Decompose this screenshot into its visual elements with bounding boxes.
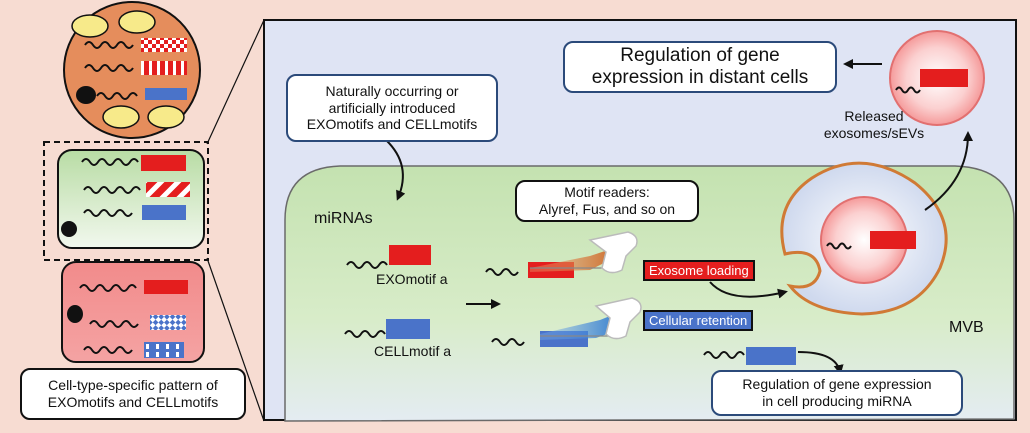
- mirnas-label: miRNAs: [314, 210, 373, 227]
- motif-source-line3: EXOmotifs and CELLmotifs: [306, 116, 478, 133]
- exosome-loading-tag: Exosome loading: [643, 260, 755, 281]
- distant-regulation-line2: expression in distant cells: [591, 67, 809, 88]
- arrow-exosome-release: [924, 131, 973, 211]
- exomotif-mirna: [346, 245, 431, 269]
- retained-mirna: [703, 347, 796, 365]
- red-cell-illustration: [61, 261, 205, 363]
- cellmotif-mirna: [344, 319, 430, 339]
- pattern-caption-line1: Cell-type-specific pattern of: [48, 377, 218, 394]
- cellmotif-label: CELLmotif a: [374, 343, 452, 359]
- motif-readers-line1: Motif readers:: [564, 184, 650, 201]
- cellular-retention-tag: Cellular retention: [643, 310, 754, 331]
- released-label-line1: Released: [844, 108, 904, 124]
- released-exosomes-label: Released exosomes/sEVs: [804, 108, 944, 142]
- released-label-line2: exosomes/sEVs: [823, 124, 925, 141]
- motif-readers-line2: Alyref, Fus, and so on: [538, 201, 676, 217]
- cellular-retention-complex: [491, 297, 642, 347]
- motif-source-line1: Naturally occurring or: [325, 82, 459, 99]
- local-regulation-box: Regulation of gene expression in cell pr…: [711, 370, 963, 416]
- pattern-caption-box: Cell-type-specific pattern of EXOmotifs …: [20, 368, 246, 420]
- zoom-line-top: [206, 19, 265, 145]
- pattern-caption-line2: EXOmotifs and CELLmotifs: [47, 394, 219, 410]
- local-regulation-line2: in cell producing miRNA: [762, 393, 912, 409]
- green-cell-illustration: [57, 149, 205, 249]
- motif-source-line2: artificially introduced: [328, 99, 456, 116]
- orange-cell-illustration: [63, 1, 201, 139]
- arrow-loading-to-mvb: [709, 281, 788, 299]
- zoom-line-bottom: [206, 257, 265, 422]
- local-regulation-line1: Regulation of gene expression: [742, 376, 932, 393]
- exosome-loading-complex: [485, 231, 638, 278]
- arrow-local-regulation: [797, 351, 844, 375]
- mvb-compartment: [780, 161, 948, 316]
- arrow-motif-introduction: [385, 139, 406, 201]
- released-exosome: [889, 30, 985, 126]
- motif-source-box: Naturally occurring or artificially intr…: [286, 74, 498, 142]
- motif-readers-box: Motif readers: Alyref, Fus, and so on: [515, 180, 699, 222]
- distant-regulation-box: Regulation of gene expression in distant…: [563, 41, 837, 93]
- distant-regulation-line1: Regulation of gene: [620, 45, 780, 67]
- zoom-selection-box: [43, 141, 209, 261]
- mvb-label: MVB: [949, 319, 984, 336]
- exomotif-label: EXOmotif a: [376, 271, 448, 287]
